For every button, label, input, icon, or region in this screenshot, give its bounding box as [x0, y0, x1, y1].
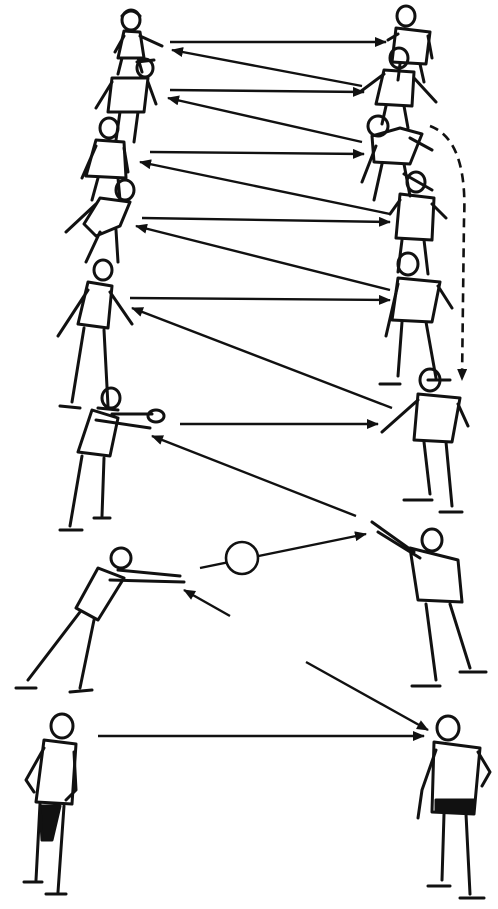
pass-arrow-3 [170, 90, 364, 92]
player-right-8 [418, 716, 490, 898]
pass-arrow-13 [200, 534, 366, 568]
pass-arrow-10 [132, 308, 392, 408]
player-left-4 [66, 180, 134, 262]
pass-arrow-12 [152, 436, 356, 516]
player-left-5 [58, 260, 132, 410]
pass-arrow-6 [140, 162, 390, 214]
player-right-3 [362, 116, 432, 200]
player-left-3 [82, 118, 128, 200]
run-path-dashed-arrow [430, 126, 464, 380]
pass-arrow-4 [168, 98, 362, 142]
player-right-7 [372, 522, 486, 686]
pass-arrow-14 [184, 590, 230, 616]
ball [226, 542, 258, 574]
pass-arrow-15 [306, 662, 428, 730]
player-right-6 [382, 369, 468, 512]
player-left-2 [96, 59, 156, 142]
pass-arrow-7 [142, 218, 390, 222]
pass-arrows [98, 42, 428, 736]
pass-arrow-5 [150, 152, 364, 154]
player-left-8 [24, 714, 76, 894]
player-left-7 [16, 548, 184, 692]
pass-arrow-8 [136, 226, 390, 290]
player-left-6 [60, 388, 164, 530]
player-right-2 [360, 48, 436, 128]
player-right-5 [380, 253, 452, 384]
pass-arrow-9 [130, 298, 390, 300]
pass-arrow-2 [172, 50, 362, 86]
